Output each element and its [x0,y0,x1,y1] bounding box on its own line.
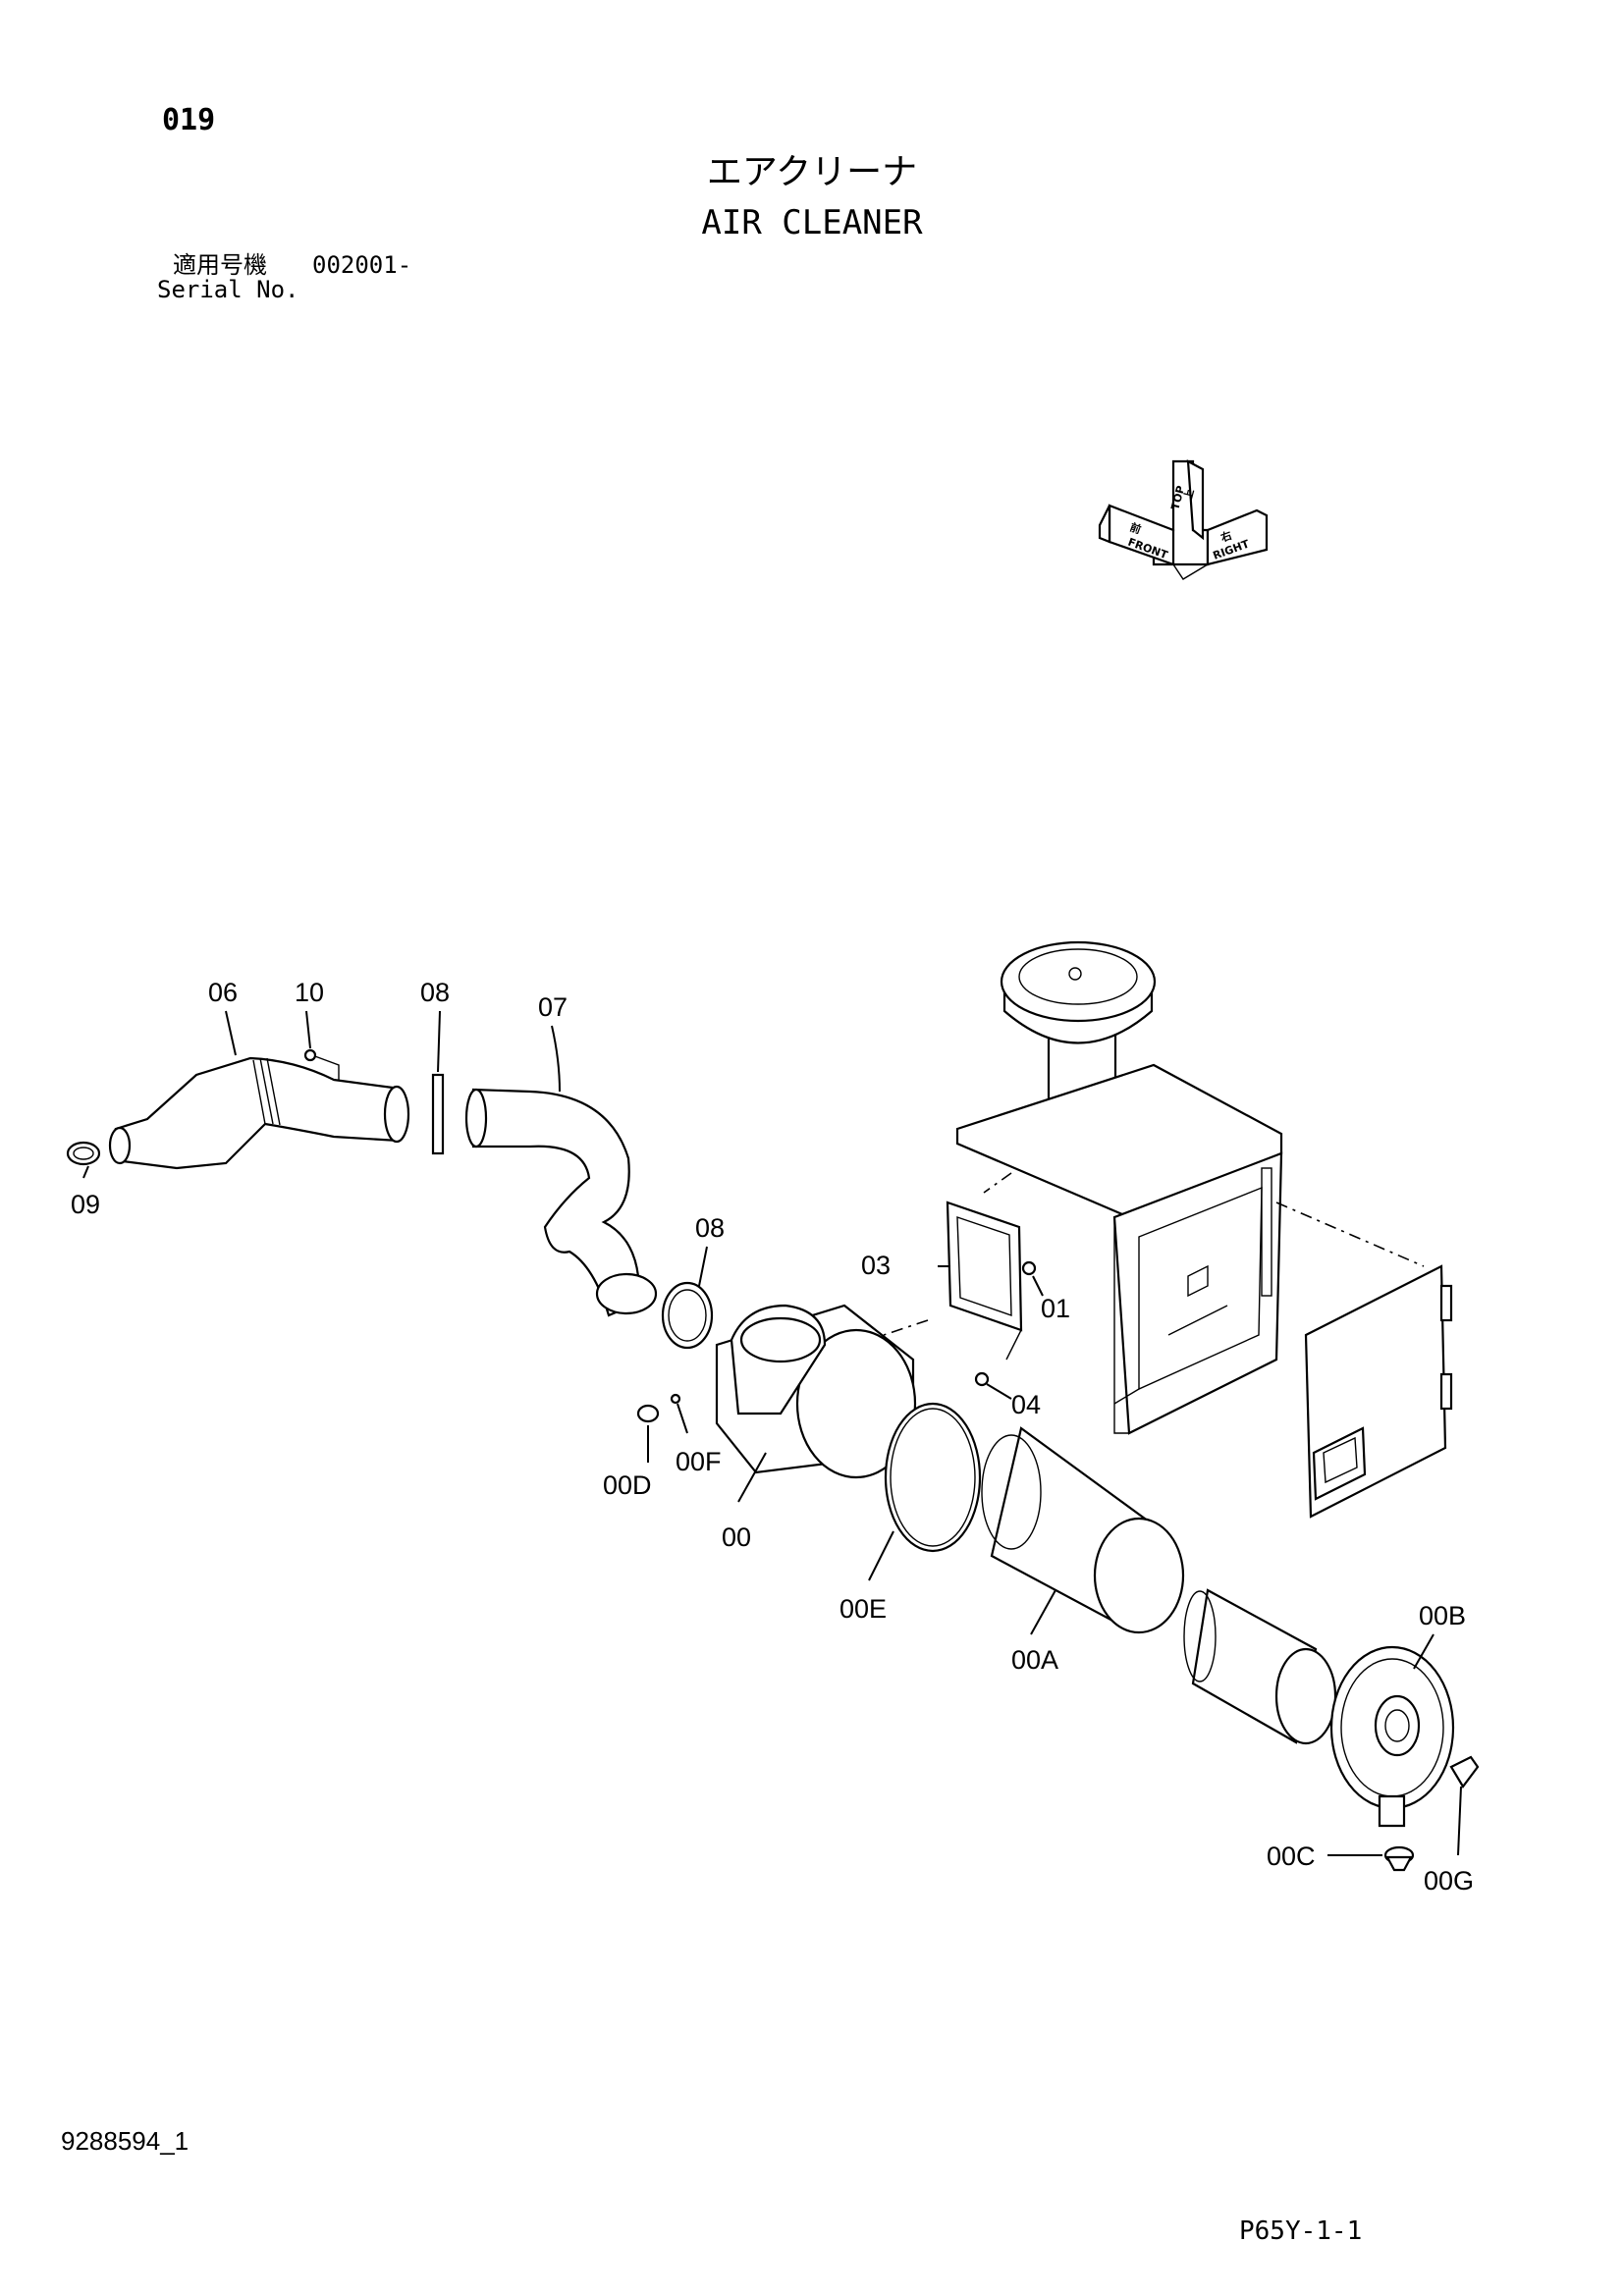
callout-06: 06 [208,978,238,1007]
side-cover-panel [1304,1264,1453,1519]
callout-07: 07 [538,992,568,1022]
safety-element [1183,1588,1337,1745]
callout-00A: 00A [1011,1645,1058,1675]
screw-icon [974,1371,990,1387]
serial-value: 002001- [312,251,412,279]
callout-01: 01 [1041,1294,1070,1323]
page-number: 019 [162,103,216,137]
assembly-line [1275,1201,1425,1267]
orientation-indicator: FRONT 前 TOP 上 RIGHT 右 [1098,459,1269,580]
primary-element [981,1426,1185,1634]
mounting-bracket [946,1201,1037,1361]
callout-03: 03 [861,1251,891,1280]
assembly-line [883,1319,929,1336]
drain-valve [636,1404,660,1423]
callout-10: 10 [295,978,324,1007]
orientation-top-jp: 上 [1180,488,1196,502]
end-cover [1329,1645,1455,1828]
callout-00G: 00G [1424,1866,1474,1896]
bolt-icon [311,1054,340,1080]
callout-08: 08 [420,978,450,1007]
clamp-ring [661,1281,714,1350]
air-cleaner-frame-assembly [955,940,1283,1435]
intake-elbow-hose [108,1056,410,1170]
bolt-head-icon [303,1048,317,1062]
service-indicator [1449,1755,1480,1789]
orientation-front-jp: 前 [1128,520,1143,537]
seal-ring [431,1073,445,1155]
callout-00C: 00C [1267,1842,1316,1871]
orientation-right-jp: 右 [1218,528,1233,545]
callout-00: 00 [722,1522,751,1552]
orientation-top-label: TOP [1168,484,1187,510]
serial-label-japanese: 適用号機 [173,251,267,279]
callout-00E: 00E [839,1594,887,1624]
serial-label: Serial No. [157,276,299,303]
air-cleaner-housing [715,1304,917,1479]
hose-clamp [66,1141,101,1166]
gasket-ring [884,1402,982,1553]
intake-s-hose [464,1088,658,1317]
callout-00D: 00D [603,1470,652,1500]
document-id: 9288594_1 [61,2126,189,2156]
page-title: AIR CLEANER [701,203,923,242]
callout-08-lower: 08 [695,1213,725,1243]
callout-00F: 00F [676,1447,722,1476]
callout-00B: 00B [1419,1601,1466,1630]
callout-leaders [82,1010,1462,1856]
callout-09: 09 [71,1190,100,1219]
assembly-line [983,1172,1012,1194]
callout-04: 04 [1011,1390,1041,1419]
page-title-japanese: エアクリーナ [706,152,918,192]
page-code: P65Y-1-1 [1239,2216,1363,2246]
vacuator-valve [1383,1845,1415,1872]
plug-icon [670,1393,681,1405]
